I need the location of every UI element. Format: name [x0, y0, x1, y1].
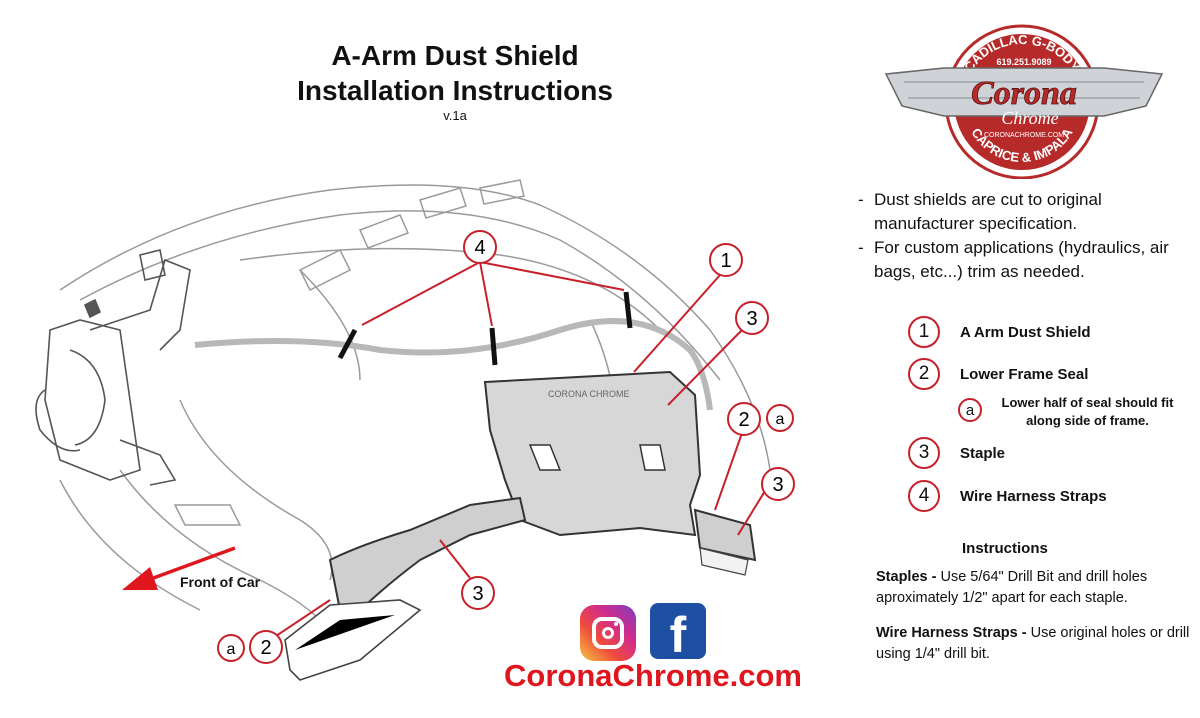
legend-number-3: 3	[908, 437, 940, 469]
legend-item-frame-seal: 2 Lower Frame Seal	[908, 356, 1088, 392]
front-of-car-label: Front of Car	[180, 574, 261, 590]
instagram-flash	[614, 622, 618, 626]
instructions-heading: Instructions	[962, 540, 1048, 557]
callout-3-upper-label: 3	[746, 308, 757, 330]
notes-list: - Dust shields are cut to original manuf…	[858, 188, 1188, 284]
facebook-icon[interactable]: f	[650, 603, 706, 659]
instruction-text: Use 5/64" Drill Bit and drill holes apro…	[876, 569, 1148, 606]
website-link[interactable]: CoronaChrome.com	[504, 658, 802, 693]
callout-2-right-label: 2	[738, 409, 749, 431]
callout-1-label: 1	[720, 250, 731, 272]
legend-item-frame-seal-note: a Lower half of seal should fit along si…	[958, 394, 1175, 430]
callout-a-left-label: a	[227, 641, 236, 658]
lower-frame-seal-left	[284, 496, 527, 681]
legend-letter-a: a	[958, 398, 982, 422]
instruction-term: Wire Harness Straps -	[876, 625, 1027, 641]
legend-number-2: 2	[908, 358, 940, 390]
callout-1: 1	[709, 243, 743, 277]
instruction-text: Use original holes or drill using 1/4" d…	[876, 625, 1190, 662]
instagram-lens	[602, 627, 614, 639]
note-item: - Dust shields are cut to original manuf…	[858, 188, 1188, 236]
callout-a-left: a	[217, 634, 245, 662]
version-label: v.1a	[443, 108, 467, 123]
callout-3-lower-label: 3	[472, 583, 483, 605]
instruction-term: Staples -	[876, 569, 937, 585]
legend-item-harness-straps: 4 Wire Harness Straps	[908, 478, 1107, 514]
title-line-2: Installation Instructions	[297, 75, 613, 106]
legend-number-4: 4	[908, 480, 940, 512]
harness-straps	[337, 291, 633, 366]
installation-diagram: CORONA CHROME 4 1 3 2 a	[35, 179, 795, 681]
callout-4: 4	[463, 230, 497, 264]
legend-item-staple: 3 Staple	[908, 435, 1005, 471]
legend-label: Staple	[960, 444, 1006, 462]
legend-sub-text: Lower half of seal should fit along side…	[1001, 395, 1174, 428]
note-item: - For custom applications (hydraulics, a…	[858, 236, 1188, 284]
callout-2-left-label: 2	[260, 637, 271, 659]
title-line-1: A-Arm Dust Shield	[331, 40, 579, 71]
logo-script-corona: Corona	[971, 75, 1077, 112]
callout-3-upper: 3	[735, 301, 769, 335]
legend-number-1: 1	[908, 316, 940, 348]
a-arm-dust-shield: CORONA CHROME	[483, 370, 702, 537]
callout-2-left: 2	[249, 630, 283, 664]
callout-3-right: 3	[761, 467, 795, 501]
wire-harness	[194, 318, 713, 411]
logo-script-chrome: Chrome	[1001, 108, 1058, 128]
instagram-icon[interactable]	[580, 605, 636, 661]
note-text: Dust shields are cut to original manufac…	[874, 190, 1102, 233]
logo-url: CORONACHROME.COM	[984, 132, 1064, 139]
callout-leaders	[269, 261, 769, 641]
note-dash: -	[858, 238, 864, 257]
note-text: For custom applications (hydraulics, air…	[874, 238, 1169, 281]
callout-2-right: 2	[727, 402, 761, 436]
callout-a-right-label: a	[776, 411, 785, 428]
callout-4-label: 4	[474, 237, 485, 259]
callout-a-right: a	[766, 404, 794, 432]
spindle-assembly	[35, 249, 191, 486]
legend-item-dust-shield: 1 A Arm Dust Shield	[908, 314, 1091, 350]
legend-label: Lower Frame Seal	[960, 365, 1089, 383]
lower-frame-seal-right	[693, 508, 757, 576]
instruction-staples: Staples - Use 5/64" Drill Bit and drill …	[876, 567, 1192, 609]
legend-label: Wire Harness Straps	[960, 487, 1107, 505]
callout-3-lower: 3	[461, 576, 495, 610]
instagram-glyph	[592, 617, 624, 649]
instruction-harness-straps: Wire Harness Straps - Use original holes…	[876, 623, 1192, 665]
legend-label: A Arm Dust Shield	[960, 323, 1091, 341]
note-dash: -	[858, 190, 864, 209]
callout-3-right-label: 3	[772, 474, 783, 496]
front-arrow-icon	[122, 546, 236, 590]
logo-phone: 619.251.9089	[996, 57, 1051, 67]
shield-imprint-text: CORONA CHROME	[548, 389, 630, 399]
page-title: A-Arm Dust Shield Installation Instructi…	[240, 38, 670, 108]
corona-chrome-logo: CADILLAC G-BODY CAPRICE & IMPALA 619.251…	[884, 24, 1164, 179]
